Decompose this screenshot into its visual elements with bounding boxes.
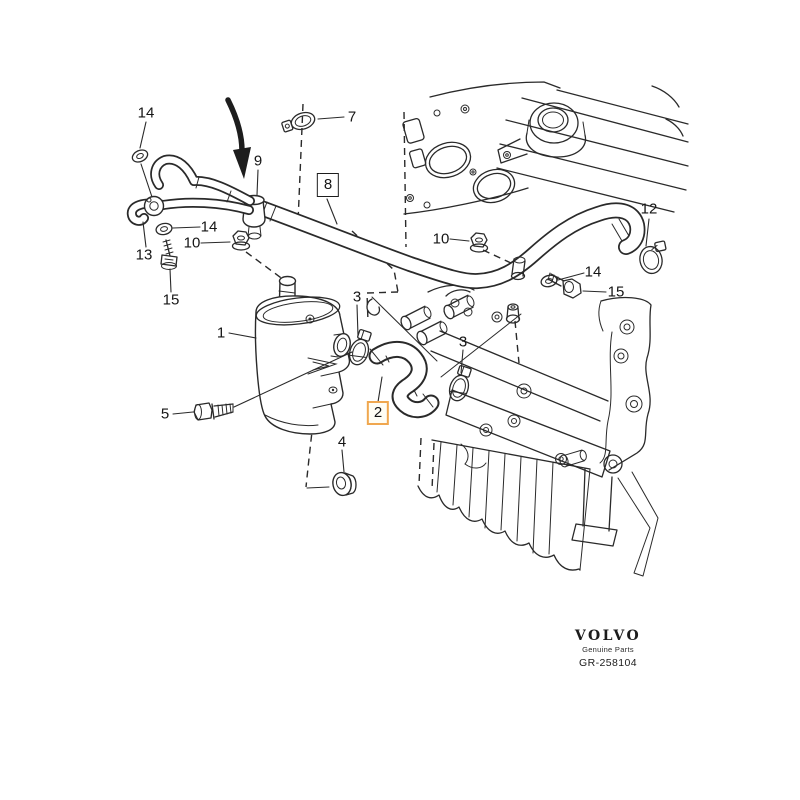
part-10-nut-left: [231, 230, 251, 251]
volvo-wordmark: VOLVO: [574, 628, 642, 644]
callout-13[interactable]: 13: [135, 246, 153, 264]
callout-15-left[interactable]: 15: [162, 291, 180, 309]
part-5-bolt: [193, 402, 234, 421]
callout-9[interactable]: 9: [253, 152, 263, 170]
callout-15-right[interactable]: 15: [607, 283, 625, 301]
callout-14-right[interactable]: 14: [584, 263, 602, 281]
pointer-arrow: [225, 97, 251, 179]
volvo-logo: VOLVO Genuine Parts GR-258104: [551, 629, 665, 669]
part-15-bolt-right: [547, 272, 582, 299]
callout-5[interactable]: 5: [160, 405, 170, 423]
callout-3-left[interactable]: 3: [352, 288, 362, 306]
part-13-hose-assembly: [126, 154, 255, 226]
callout-leader-lines: [139, 116, 650, 473]
part-12-clamp: [639, 240, 667, 275]
engine-head-drawing: [402, 81, 689, 215]
callout-14-top-left[interactable]: 14: [137, 104, 155, 122]
part-7-clamp: [281, 111, 316, 133]
part-4-bushing: [332, 471, 357, 497]
callout-12[interactable]: 12: [640, 200, 658, 218]
part-1-oil-trap: [254, 275, 351, 435]
callout-10-right[interactable]: 10: [432, 230, 450, 248]
callout-7[interactable]: 7: [347, 108, 357, 126]
callout-10-left[interactable]: 10: [183, 234, 201, 252]
part-10-nut-right: [469, 232, 489, 253]
part-3-clamp-right: [448, 364, 472, 402]
callout-8[interactable]: 8: [316, 173, 340, 197]
part-2-hose: [368, 341, 440, 419]
callout-14-left[interactable]: 14: [200, 218, 218, 236]
dashed-assembly-lines: [245, 103, 520, 491]
engine-block-drawing: [366, 284, 659, 577]
callout-4[interactable]: 4: [337, 433, 347, 451]
diagram-code: GR-258104: [579, 657, 637, 669]
callout-2[interactable]: 2: [366, 401, 390, 425]
part-14-washer-left: [155, 222, 173, 236]
callout-1[interactable]: 1: [216, 324, 226, 342]
part-14-washer-top-left: [131, 149, 149, 163]
callout-3-right[interactable]: 3: [458, 333, 468, 351]
part-15-screw-left: [160, 239, 178, 270]
block-bolt-bosses: [479, 311, 643, 465]
block-nipple: [505, 303, 521, 324]
logo-subtitle: Genuine Parts: [582, 645, 634, 654]
part-3-clamp-left: [348, 328, 372, 366]
